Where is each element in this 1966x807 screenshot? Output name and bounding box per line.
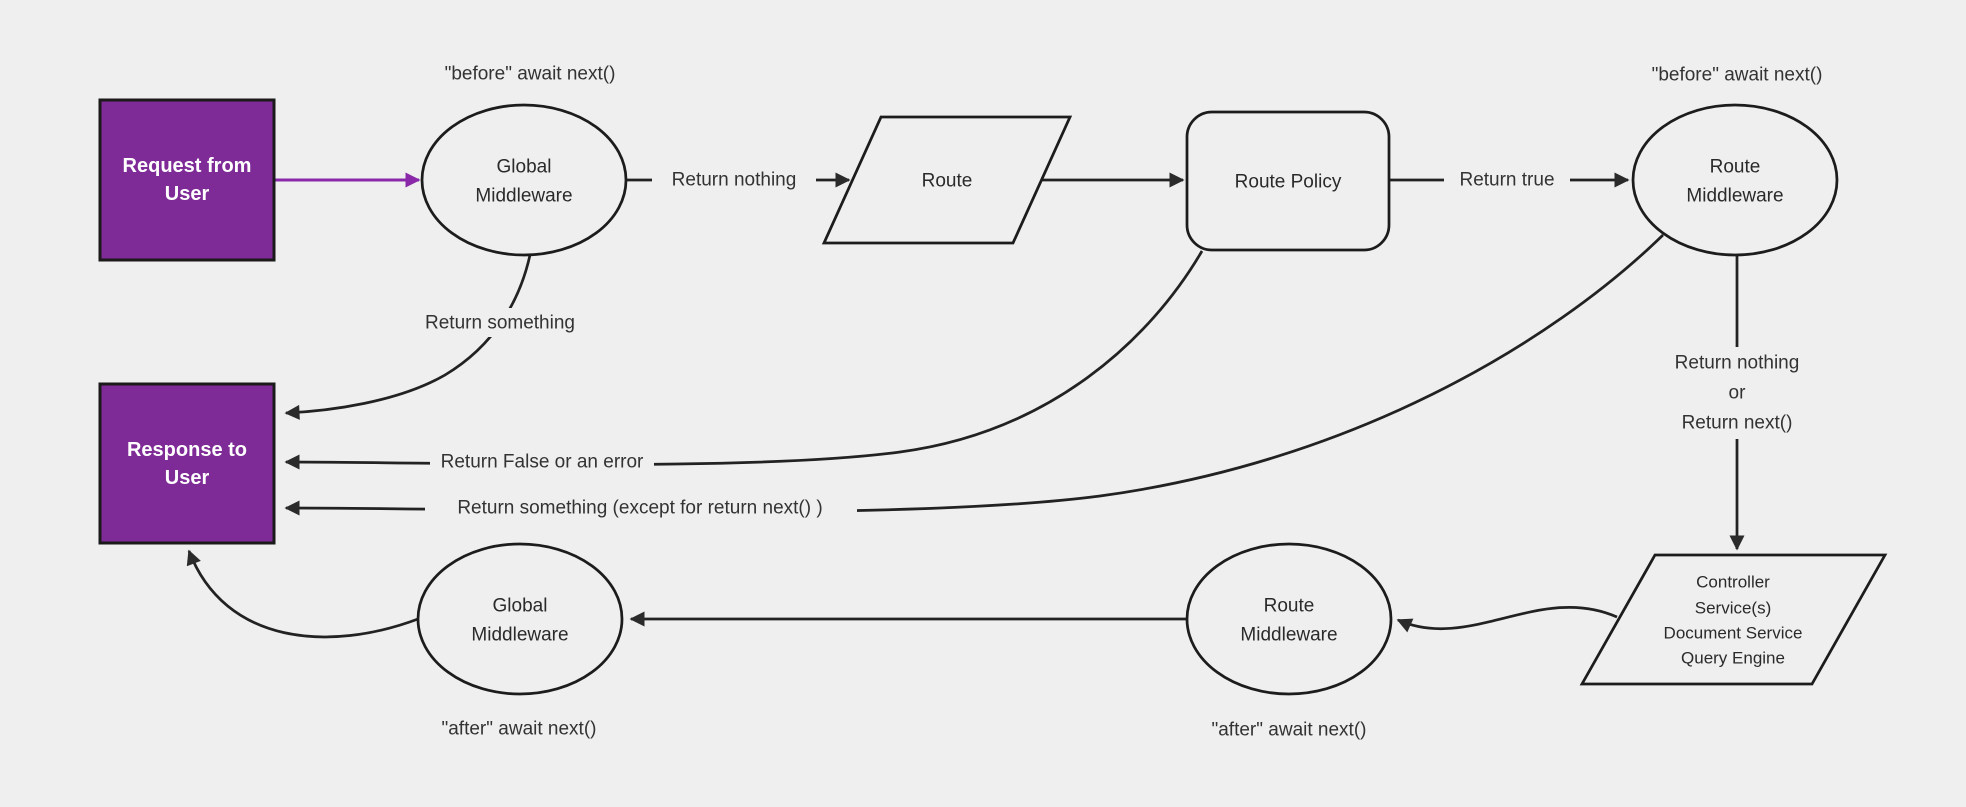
global-middleware-top-ellipse [420, 103, 628, 257]
node-route-policy: Route Policy [1185, 110, 1391, 252]
mask-return-true [1444, 165, 1570, 194]
label-return-nothing-or-line2: or [1729, 383, 1747, 404]
route-parallelogram [821, 115, 1073, 245]
request-from-user-label-line2: User [165, 183, 210, 205]
node-route: Route [821, 115, 1073, 245]
node-global-middleware-top: Global Middleware [420, 103, 628, 257]
label-return-false: Return False or an error [441, 452, 644, 473]
label-return-nothing-or-line3: Return next() [1682, 413, 1793, 434]
controller-label-line2: Service(s) [1695, 599, 1772, 618]
global-middleware-bottom-label-line2: Middleware [471, 625, 568, 646]
edge-controller-to-route-middleware-after [1396, 606, 1618, 633]
route-middleware-bottom-label-line2: Middleware [1240, 625, 1337, 646]
mask-return-nothing-or [1637, 347, 1837, 439]
route-middleware-top-label-line2: Middleware [1686, 186, 1783, 207]
node-global-middleware-bottom: Global Middleware [416, 542, 624, 696]
route-middleware-top-ellipse [1631, 103, 1839, 257]
controller-label-line4: Query Engine [1681, 649, 1785, 668]
mask-return-something [405, 308, 595, 337]
response-to-user-box [98, 382, 276, 545]
request-from-user-label-line1: Request from [123, 155, 252, 177]
edge-label-masks [405, 165, 1837, 522]
edge-global-middleware-after-to-response [186, 549, 419, 639]
edge-labels: "before" await next() "before" await nex… [425, 64, 1822, 741]
edge-return-false-to-response [284, 250, 1204, 470]
node-response-to-user: Response to User [98, 382, 276, 545]
controller-label-line3: Document Service [1664, 624, 1803, 643]
node-route-middleware-bottom: Route Middleware [1185, 542, 1393, 696]
route-policy-box [1185, 110, 1391, 252]
global-middleware-bottom-ellipse [416, 542, 624, 696]
edges [186, 172, 1745, 639]
mask-return-something-except [425, 493, 857, 522]
global-middleware-bottom-label-line1: Global [493, 596, 548, 617]
label-return-true: Return true [1459, 170, 1554, 191]
mask-return-false [430, 447, 654, 476]
label-return-something-except: Return something (except for return next… [457, 498, 822, 519]
route-middleware-top-label-line1: Route [1710, 157, 1761, 178]
route-policy-label: Route Policy [1235, 172, 1342, 193]
global-middleware-top-label-line1: Global [497, 157, 552, 178]
route-middleware-bottom-label-line1: Route [1264, 596, 1315, 617]
controller-label-line1: Controller [1696, 573, 1770, 592]
route-label: Route [922, 171, 973, 192]
label-return-nothing-or-line1: Return nothing [1675, 353, 1800, 374]
label-before-await-right: "before" await next() [1652, 65, 1823, 86]
label-return-nothing: Return nothing [672, 170, 797, 191]
response-to-user-label-line1: Response to [127, 439, 247, 461]
node-controller-services: Controller Service(s) Document Service Q… [1579, 553, 1888, 686]
label-return-something: Return something [425, 313, 575, 334]
response-to-user-label-line2: User [165, 467, 210, 489]
label-after-await-right: "after" await next() [1212, 720, 1367, 741]
route-middleware-bottom-ellipse [1185, 542, 1393, 696]
label-after-await-left: "after" await next() [442, 719, 597, 740]
controller-parallelogram [1579, 553, 1888, 686]
edge-return-something-to-response [284, 254, 532, 420]
node-route-middleware-top: Route Middleware [1631, 103, 1839, 257]
mask-return-nothing [652, 165, 816, 194]
label-before-await-left: "before" await next() [445, 64, 616, 85]
request-from-user-box [98, 98, 276, 262]
node-request-from-user: Request from User [98, 98, 276, 262]
global-middleware-top-label-line2: Middleware [475, 186, 572, 207]
